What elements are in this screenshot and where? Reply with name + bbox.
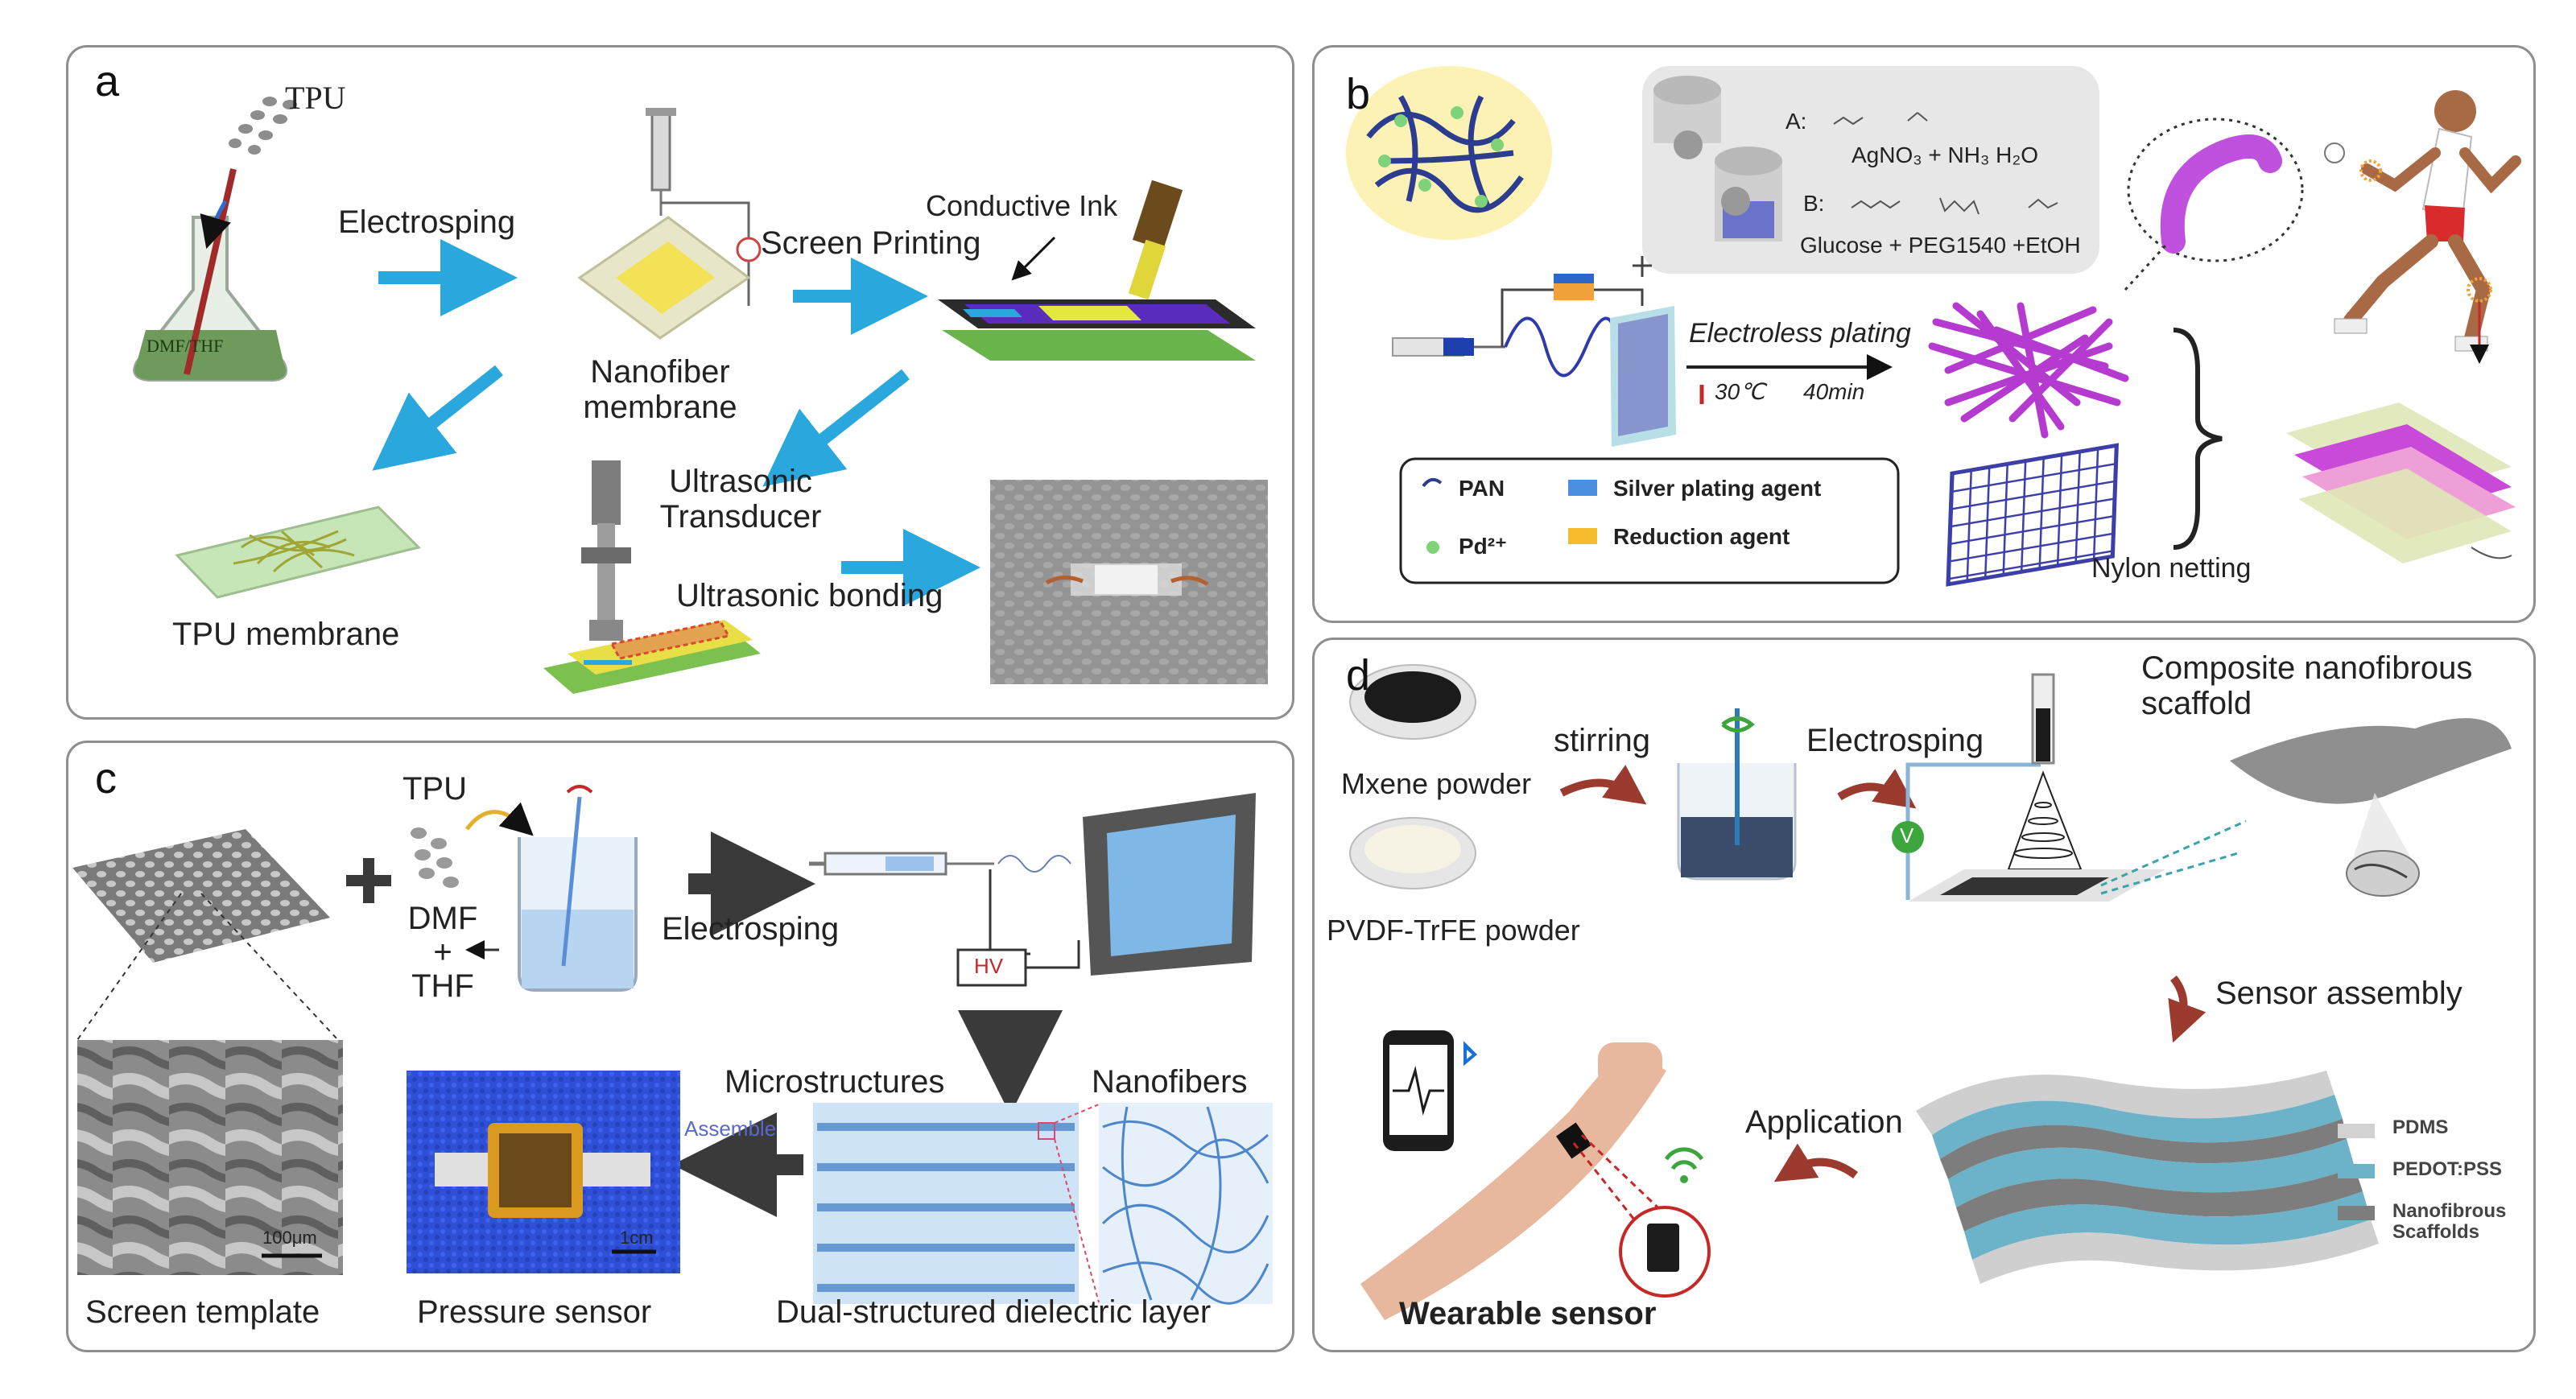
plus-label: +: [433, 935, 452, 970]
pvdf-label: PVDF-TrFE powder: [1327, 914, 1580, 947]
stirring-label: stirring: [1554, 723, 1651, 758]
electrosping-label-c: Electrosping: [662, 911, 840, 947]
legend-pd: Pd²⁺: [1459, 534, 1507, 559]
legend-reduction: Reduction agent: [1613, 524, 1790, 549]
assemble-label: Assemble: [684, 1116, 777, 1141]
tpu-label-c: TPU: [402, 771, 467, 807]
legend-nanofibrous: Nanofibrous Scaffolds: [2392, 1200, 2507, 1244]
legend-pedot: PEDOT:PSS: [2392, 1158, 2503, 1180]
conductive-ink-label: Conductive Ink: [926, 189, 1118, 222]
hv-label: HV: [974, 954, 1004, 978]
panel-d-label: d: [1346, 651, 1371, 700]
reagent-a-formula: AgNO₃ + NH₃ H₂O: [1852, 142, 2039, 167]
application-label: Application: [1745, 1104, 1903, 1140]
solvent-label: DMF + THF: [394, 902, 491, 1003]
wearable-sensor-label: Wearable sensor: [1399, 1296, 1657, 1331]
pressure-sensor-label: Pressure sensor: [417, 1294, 652, 1330]
ultrasonic-label-line2: Transducer: [659, 499, 822, 534]
panel-a-label: a: [95, 57, 120, 105]
panel-b-label: b: [1346, 70, 1371, 118]
nylon-netting-label: Nylon netting: [2091, 553, 2252, 584]
composite-label-line1: Composite nanofibrous: [2141, 650, 2473, 686]
ultrasonic-label: Ultrasonic Transducer: [628, 464, 853, 534]
thf-label: THF: [411, 968, 474, 1004]
screen-printing-label: Screen Printing: [761, 225, 981, 261]
electrosping-label-a: Electrosping: [338, 204, 516, 240]
nanofiber-label: Nanofiber membrane: [555, 354, 765, 425]
time-label: 40min: [1803, 379, 1865, 404]
reagent-b-formula: Glucose + PEG1540 +EtOH: [1800, 233, 2081, 258]
electroless-label: Electroless plating: [1689, 318, 1911, 349]
reagent-b-label: B:: [1803, 191, 1825, 216]
legend-silver: Silver plating agent: [1613, 476, 1822, 501]
nanofiber-label-line2: membrane: [583, 390, 737, 425]
ultrasonic-label-line1: Ultrasonic: [669, 464, 812, 499]
composite-label-line2: scaffold: [2141, 686, 2252, 721]
microstructures-label: Microstructures: [724, 1064, 945, 1100]
mxene-label: Mxene powder: [1341, 767, 1532, 800]
tpu-membrane-label: TPU membrane: [172, 617, 400, 652]
nanofiber-label-line1: Nanofiber: [590, 354, 730, 390]
scale-100um: 100μm: [262, 1228, 317, 1248]
legend-pan: PAN: [1459, 476, 1505, 501]
composite-label: Composite nanofibrous scaffold: [2141, 650, 2472, 721]
tpu-label: TPU: [285, 80, 346, 116]
electrosping-label-d: Electrosping: [1806, 723, 1984, 758]
legend-nanofibrous-line2: Scaffolds: [2392, 1221, 2480, 1244]
flask-label: DMF/THF: [147, 336, 224, 356]
reagent-a-label: A:: [1785, 109, 1807, 134]
temp-label: 30℃: [1715, 379, 1765, 404]
legend-nanofibrous-line1: Nanofibrous: [2392, 1200, 2507, 1222]
screen-template-label: Screen template: [85, 1294, 320, 1330]
voltage-label: V: [1900, 823, 1914, 848]
scale-1cm: 1cm: [620, 1228, 654, 1248]
legend-pdms: PDMS: [2392, 1116, 2449, 1138]
panel-c-label: c: [95, 754, 117, 803]
dual-layer-label: Dual-structured dielectric layer: [776, 1294, 1212, 1330]
sensor-assembly-label: Sensor assembly: [2215, 976, 2462, 1011]
ultrasonic-bonding-label: Ultrasonic bonding: [676, 578, 943, 613]
dmf-label: DMF: [407, 901, 478, 936]
nanofibers-label: Nanofibers: [1092, 1064, 1248, 1100]
panel-c: [66, 741, 1294, 1352]
